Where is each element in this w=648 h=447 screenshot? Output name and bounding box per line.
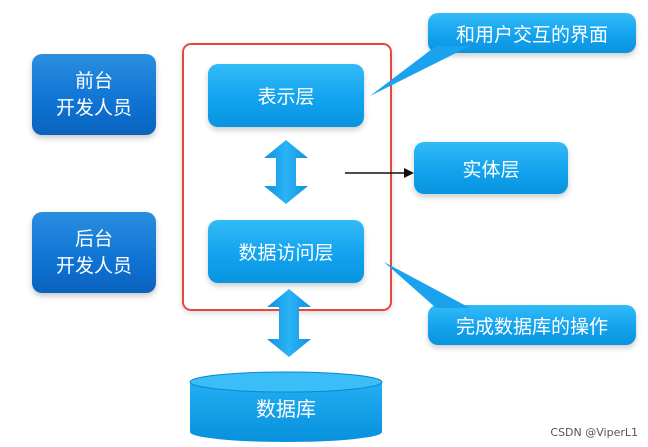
db-ops-callout-label: 完成数据库的操作 [455,315,608,338]
presentation-layer-box: 表示层 [208,64,364,127]
database-label: 数据库 [256,397,316,421]
back-developer-line2: 开发人员 [55,254,132,277]
presentation-layer-label: 表示层 [257,86,315,108]
entity-layer-box: 实体层 [414,142,568,194]
db-ops-callout-pointer [384,262,470,308]
entity-layer-label: 实体层 [462,158,520,181]
data-access-layer-label: 数据访问层 [238,242,334,264]
back-developer-box: 后台 开发人员 [32,212,156,293]
db-ops-callout-box: 完成数据库的操作 [428,305,636,345]
ui-callout-label: 和用户交互的界面 [455,23,608,46]
data-access-layer-box: 数据访问层 [208,220,364,283]
ui-callout-box: 和用户交互的界面 [428,13,636,53]
back-developer-line1: 后台 [74,227,113,250]
front-developer-box: 前台 开发人员 [32,54,156,135]
watermark: CSDN @ViperL1 [550,426,638,439]
front-developer-line1: 前台 [74,69,113,92]
front-developer-line2: 开发人员 [55,96,132,119]
